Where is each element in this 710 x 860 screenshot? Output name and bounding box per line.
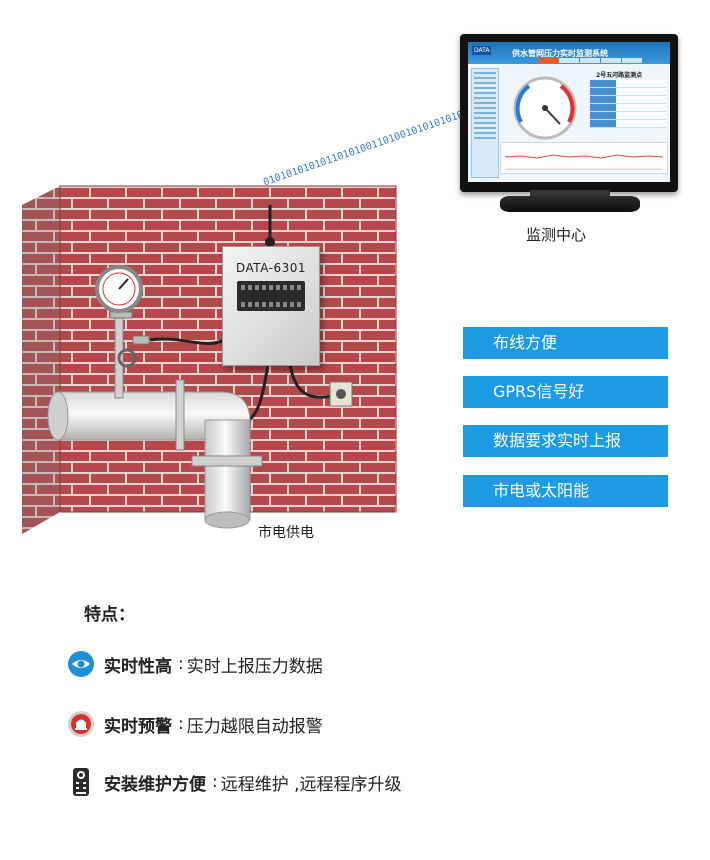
feature-separator: :: [178, 654, 184, 674]
feature-head: 实时预警: [104, 716, 172, 737]
device-module: [237, 281, 305, 311]
features-title: 特点：: [84, 605, 135, 625]
feature-head: 安装维护方便: [104, 774, 206, 795]
tag-gprs: GPRS信号好: [463, 376, 668, 408]
feature-separator: :: [212, 772, 218, 792]
device-label: DATA-6301: [235, 261, 307, 275]
eye-icon: [66, 649, 96, 679]
screen-subtitle: 2号五河路监测点: [596, 72, 643, 79]
monitor: DATA 供水管网压力实时监测系统 2号五河路监测点: [460, 34, 678, 192]
remote-control-icon: [66, 767, 96, 797]
power-caption: 市电供电: [258, 525, 314, 541]
feature-item: 安装维护方便 : 远程维护 ,远程程序升级: [66, 767, 402, 797]
feature-text: 远程维护 ,远程程序升级: [220, 774, 402, 795]
screen-tabs: [538, 58, 642, 63]
screen-brand: DATA: [472, 46, 492, 55]
screen-chart: [500, 142, 668, 174]
feature-separator: :: [178, 714, 184, 734]
tag-power: 市电或太阳能: [463, 475, 668, 507]
brick-wall-illustration: [22, 185, 397, 534]
feature-text: 实时上报压力数据: [186, 656, 323, 677]
feature-head: 实时性高: [104, 656, 172, 677]
alarm-icon: [66, 709, 96, 739]
screen-title: 供水管网压力实时监测系统: [512, 49, 608, 58]
tag-realtime: 数据要求实时上报: [463, 425, 668, 457]
monitor-screen: DATA 供水管网压力实时监测系统 2号五河路监测点: [468, 42, 670, 182]
feature-item: 实时预警 : 压力越限自动报警: [66, 709, 323, 739]
feature-text: 压力越限自动报警: [186, 716, 323, 737]
pressure-gauge-icon: [513, 76, 577, 140]
feature-item: 实时性高 : 实时上报压力数据: [66, 649, 323, 679]
monitor-base: [500, 196, 640, 212]
data-logger-device: DATA-6301: [222, 246, 320, 366]
screen-header: DATA 供水管网压力实时监测系统: [468, 42, 670, 64]
screen-sidebar: [471, 68, 499, 178]
monitor-stand: [530, 190, 610, 198]
monitor-caption: 监测中心: [526, 226, 587, 244]
screen-table: [590, 80, 666, 128]
tag-wiring: 布线方便: [463, 327, 668, 359]
